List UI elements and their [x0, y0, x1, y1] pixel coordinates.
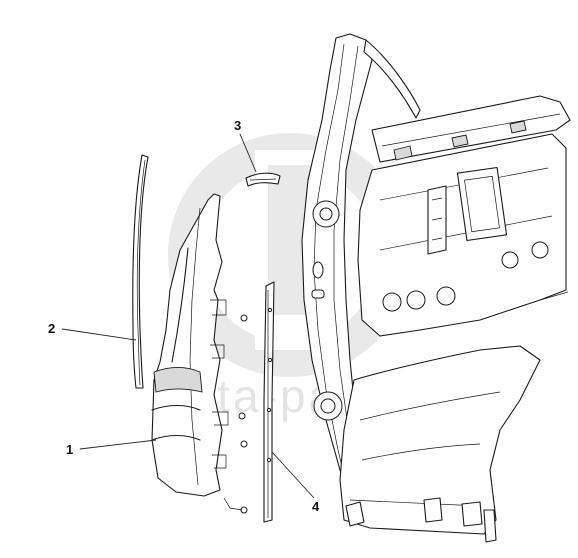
callout-3: 3	[234, 118, 257, 173]
callout-2-label: 2	[48, 321, 55, 336]
callout-1: 1	[66, 439, 157, 457]
part-3-clip	[245, 172, 281, 187]
part-1-trim-panel	[151, 193, 248, 514]
callout-2: 2	[48, 321, 137, 341]
callout-4-label: 4	[312, 499, 320, 514]
door-frame-structure	[301, 33, 571, 543]
callout-3-label: 3	[234, 118, 241, 133]
part-2-weatherstrip	[132, 154, 149, 389]
callout-4: 4	[271, 451, 320, 514]
callout-1-label: 1	[66, 442, 73, 457]
part-4-strip	[263, 281, 275, 523]
